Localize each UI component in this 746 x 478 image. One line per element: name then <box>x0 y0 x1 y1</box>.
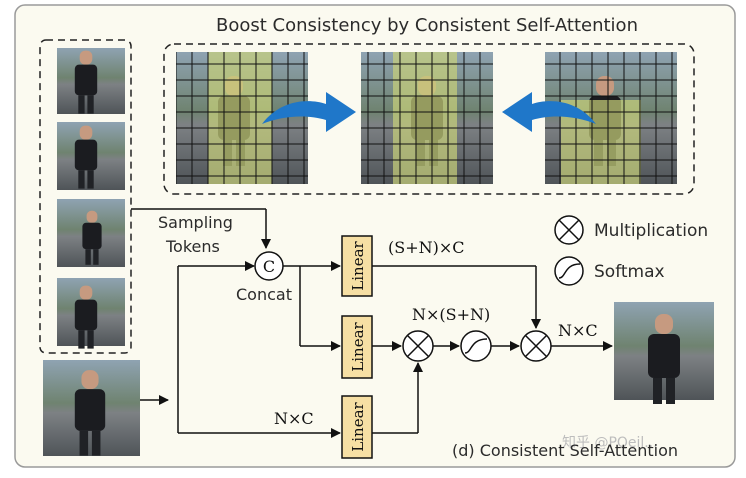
concat-label: Concat <box>236 285 292 304</box>
dim-mid-label: N×(S+N) <box>412 305 490 324</box>
legend-multiplication-label: Multiplication <box>594 221 708 241</box>
dim-bottom-label: N×C <box>274 409 314 428</box>
attention-map-left <box>176 52 308 184</box>
dim-top-label: (S+N)×C <box>388 238 465 257</box>
concat-symbol: C <box>263 257 275 276</box>
reference-images-box <box>39 39 132 354</box>
sampling-label-line2: Tokens <box>165 237 220 256</box>
attention-map-right <box>545 52 677 184</box>
legend-softmax-icon <box>554 256 584 286</box>
legend-softmax-label: Softmax <box>594 262 665 282</box>
linear-label-middle: Linear <box>349 321 367 371</box>
reference-image-2 <box>57 122 125 190</box>
reference-image-4 <box>57 278 125 349</box>
reference-image-3 <box>57 199 125 267</box>
figure-caption: (d) Consistent Self-Attention <box>452 441 678 460</box>
sampling-label-line1: Sampling <box>158 213 233 232</box>
watermark: 知乎 @PQeil... <box>562 434 658 451</box>
linear-block-middle: Linear <box>341 315 373 379</box>
output-image <box>614 302 714 404</box>
attention-map-center <box>361 52 493 184</box>
diagram-title: Boost Consistency by Consistent Self-Att… <box>216 15 638 36</box>
linear-label-top: Linear <box>349 240 367 290</box>
multiply-node-1 <box>402 330 434 362</box>
linear-block-bottom: Linear <box>341 395 373 459</box>
multiply-node-2 <box>520 330 552 362</box>
linear-block-top: Linear <box>341 235 373 297</box>
blue-arrow-left-icon <box>502 92 596 132</box>
dim-out-label: N×C <box>558 321 598 340</box>
attention-maps-box <box>163 43 695 195</box>
linear-label-bottom: Linear <box>349 401 367 451</box>
blue-arrow-right-icon <box>262 92 356 132</box>
softmax-node <box>460 330 492 362</box>
legend-multiplication-icon <box>554 215 584 245</box>
reference-image-1 <box>57 48 125 114</box>
input-image <box>43 360 140 456</box>
